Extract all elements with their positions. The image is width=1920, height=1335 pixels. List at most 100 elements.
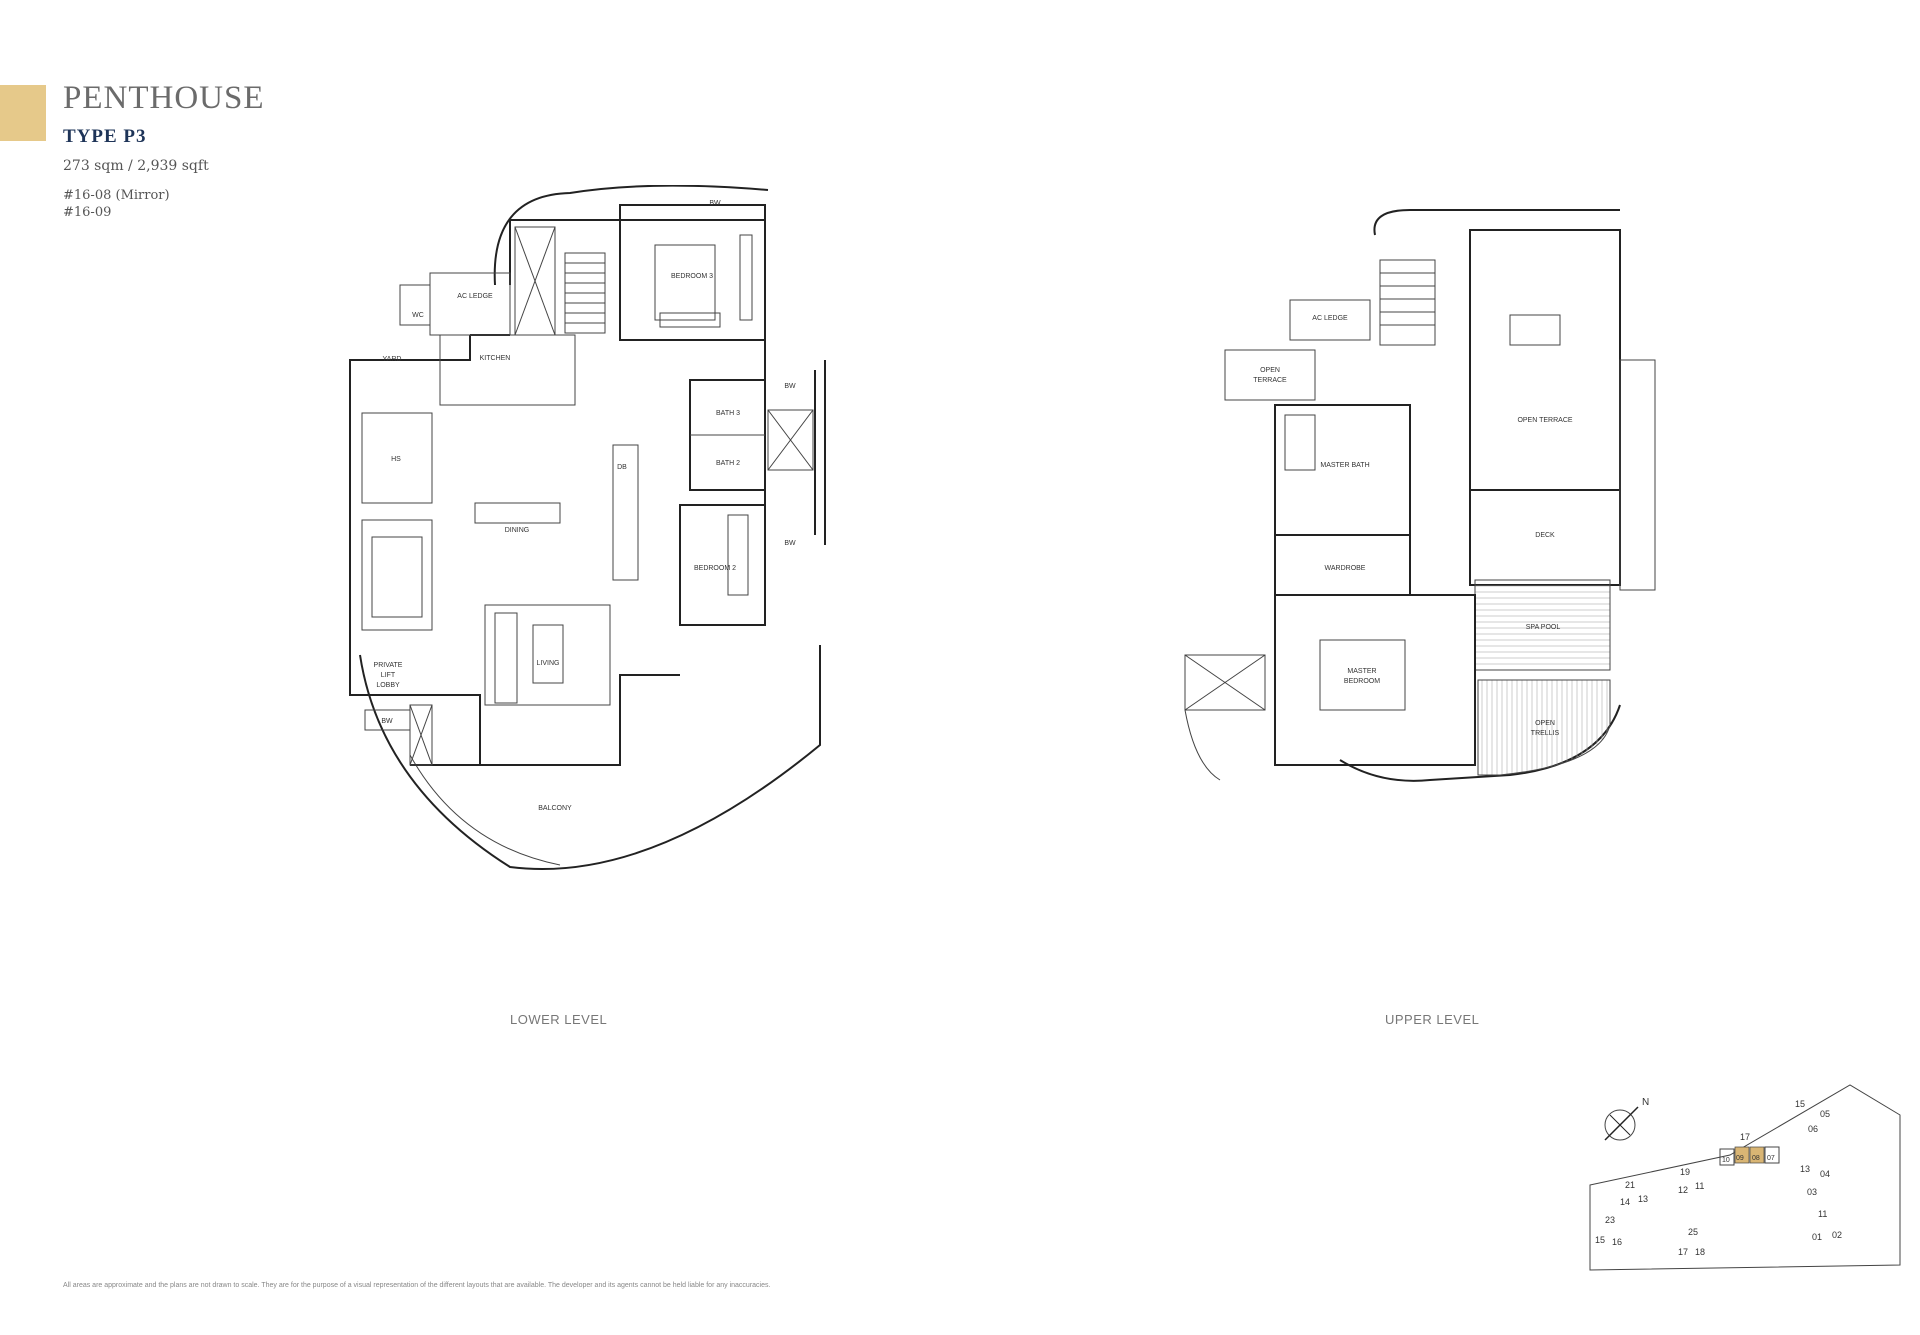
label-bedroom2: BEDROOM 2: [694, 565, 736, 572]
site-plan: N 15 05 06 17 09 08 07 10 13 04 03 19 12…: [1589, 1084, 1901, 1271]
disclaimer: All areas are approximate and the plans …: [63, 1282, 771, 1289]
spa-pool: [1474, 579, 1611, 671]
svg-text:23: 23: [1605, 1215, 1615, 1225]
unit-number: #16-09: [63, 205, 112, 220]
label-db: DB: [617, 464, 627, 471]
shower-box: [767, 409, 814, 471]
dining-table: [474, 502, 561, 524]
label-wc: WC: [412, 312, 424, 319]
living-rug: [484, 604, 611, 706]
svg-text:25: 25: [1688, 1227, 1698, 1237]
wardrobe-strip: [612, 444, 639, 581]
label-bw-right: BW: [784, 383, 796, 390]
svg-text:03: 03: [1807, 1187, 1817, 1197]
label-trellis: TRELLIS: [1531, 730, 1560, 737]
unit-area: 273 sqm / 2,939 sqft: [63, 158, 209, 174]
svg-text:02: 02: [1832, 1230, 1842, 1240]
label-deck: DECK: [1535, 532, 1555, 539]
open-trellis: [1477, 679, 1611, 776]
svg-text:14: 14: [1620, 1197, 1630, 1207]
svg-text:15: 15: [1795, 1099, 1805, 1109]
label-lobby: LIFT: [381, 672, 396, 679]
site-boundary: [1589, 1084, 1901, 1271]
coffee-table: [532, 624, 564, 684]
block-numbers: 15 05 06 17 09 08 07 10 13 04 03 19 12 1…: [1595, 1099, 1842, 1257]
lower-level-plan: BW BEDROOM 3 AC LEDGE WC YARD KITCHEN HS…: [349, 185, 826, 871]
small-terrace: [1224, 349, 1316, 401]
balcony-inner-line: [409, 754, 561, 866]
svg-text:11: 11: [1818, 1209, 1827, 1219]
svg-text:05: 05: [1820, 1109, 1830, 1119]
label-open-terrace: OPEN TERRACE: [1517, 417, 1572, 424]
svg-text:12: 12: [1678, 1185, 1688, 1195]
bedroom2-walls: [679, 504, 766, 626]
label-lobby: LOBBY: [376, 682, 400, 689]
svg-text:13: 13: [1638, 1194, 1648, 1204]
label-trellis: OPEN: [1535, 720, 1555, 727]
svg-text:06: 06: [1808, 1124, 1818, 1134]
svg-text:15: 15: [1595, 1235, 1605, 1245]
svg-text:21: 21: [1625, 1180, 1635, 1190]
svg-text:18: 18: [1695, 1247, 1705, 1257]
label-bath3: BATH 3: [716, 410, 740, 417]
svg-text:09: 09: [1736, 1155, 1744, 1162]
ac-ledge-box: [429, 272, 511, 336]
label-wardrobe: WARDROBE: [1325, 565, 1366, 572]
label-master-bedroom: BEDROOM: [1344, 678, 1380, 685]
page-title: PENTHOUSE: [63, 80, 265, 116]
svg-text:19: 19: [1680, 1167, 1690, 1177]
label-bedroom3: BEDROOM 3: [671, 273, 713, 280]
label-hs: HS: [391, 456, 401, 463]
staircase: [564, 252, 606, 334]
upper-staircase: [1379, 259, 1436, 346]
label-bw-bottom: BW: [381, 718, 393, 725]
north-label: N: [1642, 1097, 1649, 1108]
label-bath2: BATH 2: [716, 460, 740, 467]
svg-text:17: 17: [1740, 1132, 1750, 1142]
terrace-table: [1509, 314, 1561, 346]
highlight-unit-08: [1749, 1146, 1765, 1164]
label-living: LIVING: [537, 660, 560, 667]
highlight-unit-09: [1734, 1146, 1750, 1164]
label-bw: BW: [709, 200, 721, 207]
lift-box: [361, 519, 433, 631]
label-dining: DINING: [505, 527, 530, 534]
accent-bar: [0, 85, 46, 141]
hs-box: [361, 412, 433, 504]
top-curve-wall: [493, 185, 769, 286]
sofa: [494, 612, 518, 704]
kitchen-box: [439, 334, 576, 406]
label-terrace: TERRACE: [1253, 377, 1287, 384]
svg-text:01: 01: [1812, 1232, 1822, 1242]
label-ac-ledge: AC LEDGE: [1312, 315, 1348, 322]
north-compass: N: [1604, 1097, 1649, 1141]
svg-text:13: 13: [1800, 1164, 1810, 1174]
svg-text:04: 04: [1820, 1169, 1830, 1179]
label-yard: YARD: [383, 356, 402, 363]
upper-ac-ledge: [1289, 299, 1371, 341]
unit-number: #16-08 (Mirror): [63, 188, 170, 203]
upper-level-label: UPPER LEVEL: [1385, 1012, 1480, 1027]
master-bedroom-walls: [1274, 594, 1476, 766]
label-balcony: BALCONY: [538, 805, 572, 812]
upper-lift-box: [1184, 654, 1266, 711]
svg-text:16: 16: [1612, 1237, 1622, 1247]
label-master-bath: MASTER BATH: [1320, 462, 1369, 469]
bedroom3-walls: [619, 219, 766, 341]
label-spa-pool: SPA POOL: [1526, 624, 1561, 631]
label-lobby: PRIVATE: [374, 662, 403, 669]
upper-top-wall: [1373, 209, 1620, 236]
label-ac-ledge: AC LEDGE: [457, 293, 493, 300]
svg-text:17: 17: [1678, 1247, 1688, 1257]
svg-text:07: 07: [1767, 1155, 1775, 1162]
balcony-outline: [359, 645, 821, 871]
label-terrace: OPEN: [1260, 367, 1280, 374]
label-bw-right2: BW: [784, 540, 796, 547]
wc-box: [399, 284, 431, 326]
svg-text:11: 11: [1695, 1181, 1704, 1191]
label-master-bedroom: MASTER: [1347, 668, 1376, 675]
svg-text:08: 08: [1752, 1155, 1760, 1162]
unit-type: TYPE P3: [63, 126, 147, 147]
west-wall: [349, 334, 510, 766]
lower-level-label: LOWER LEVEL: [510, 1012, 608, 1027]
